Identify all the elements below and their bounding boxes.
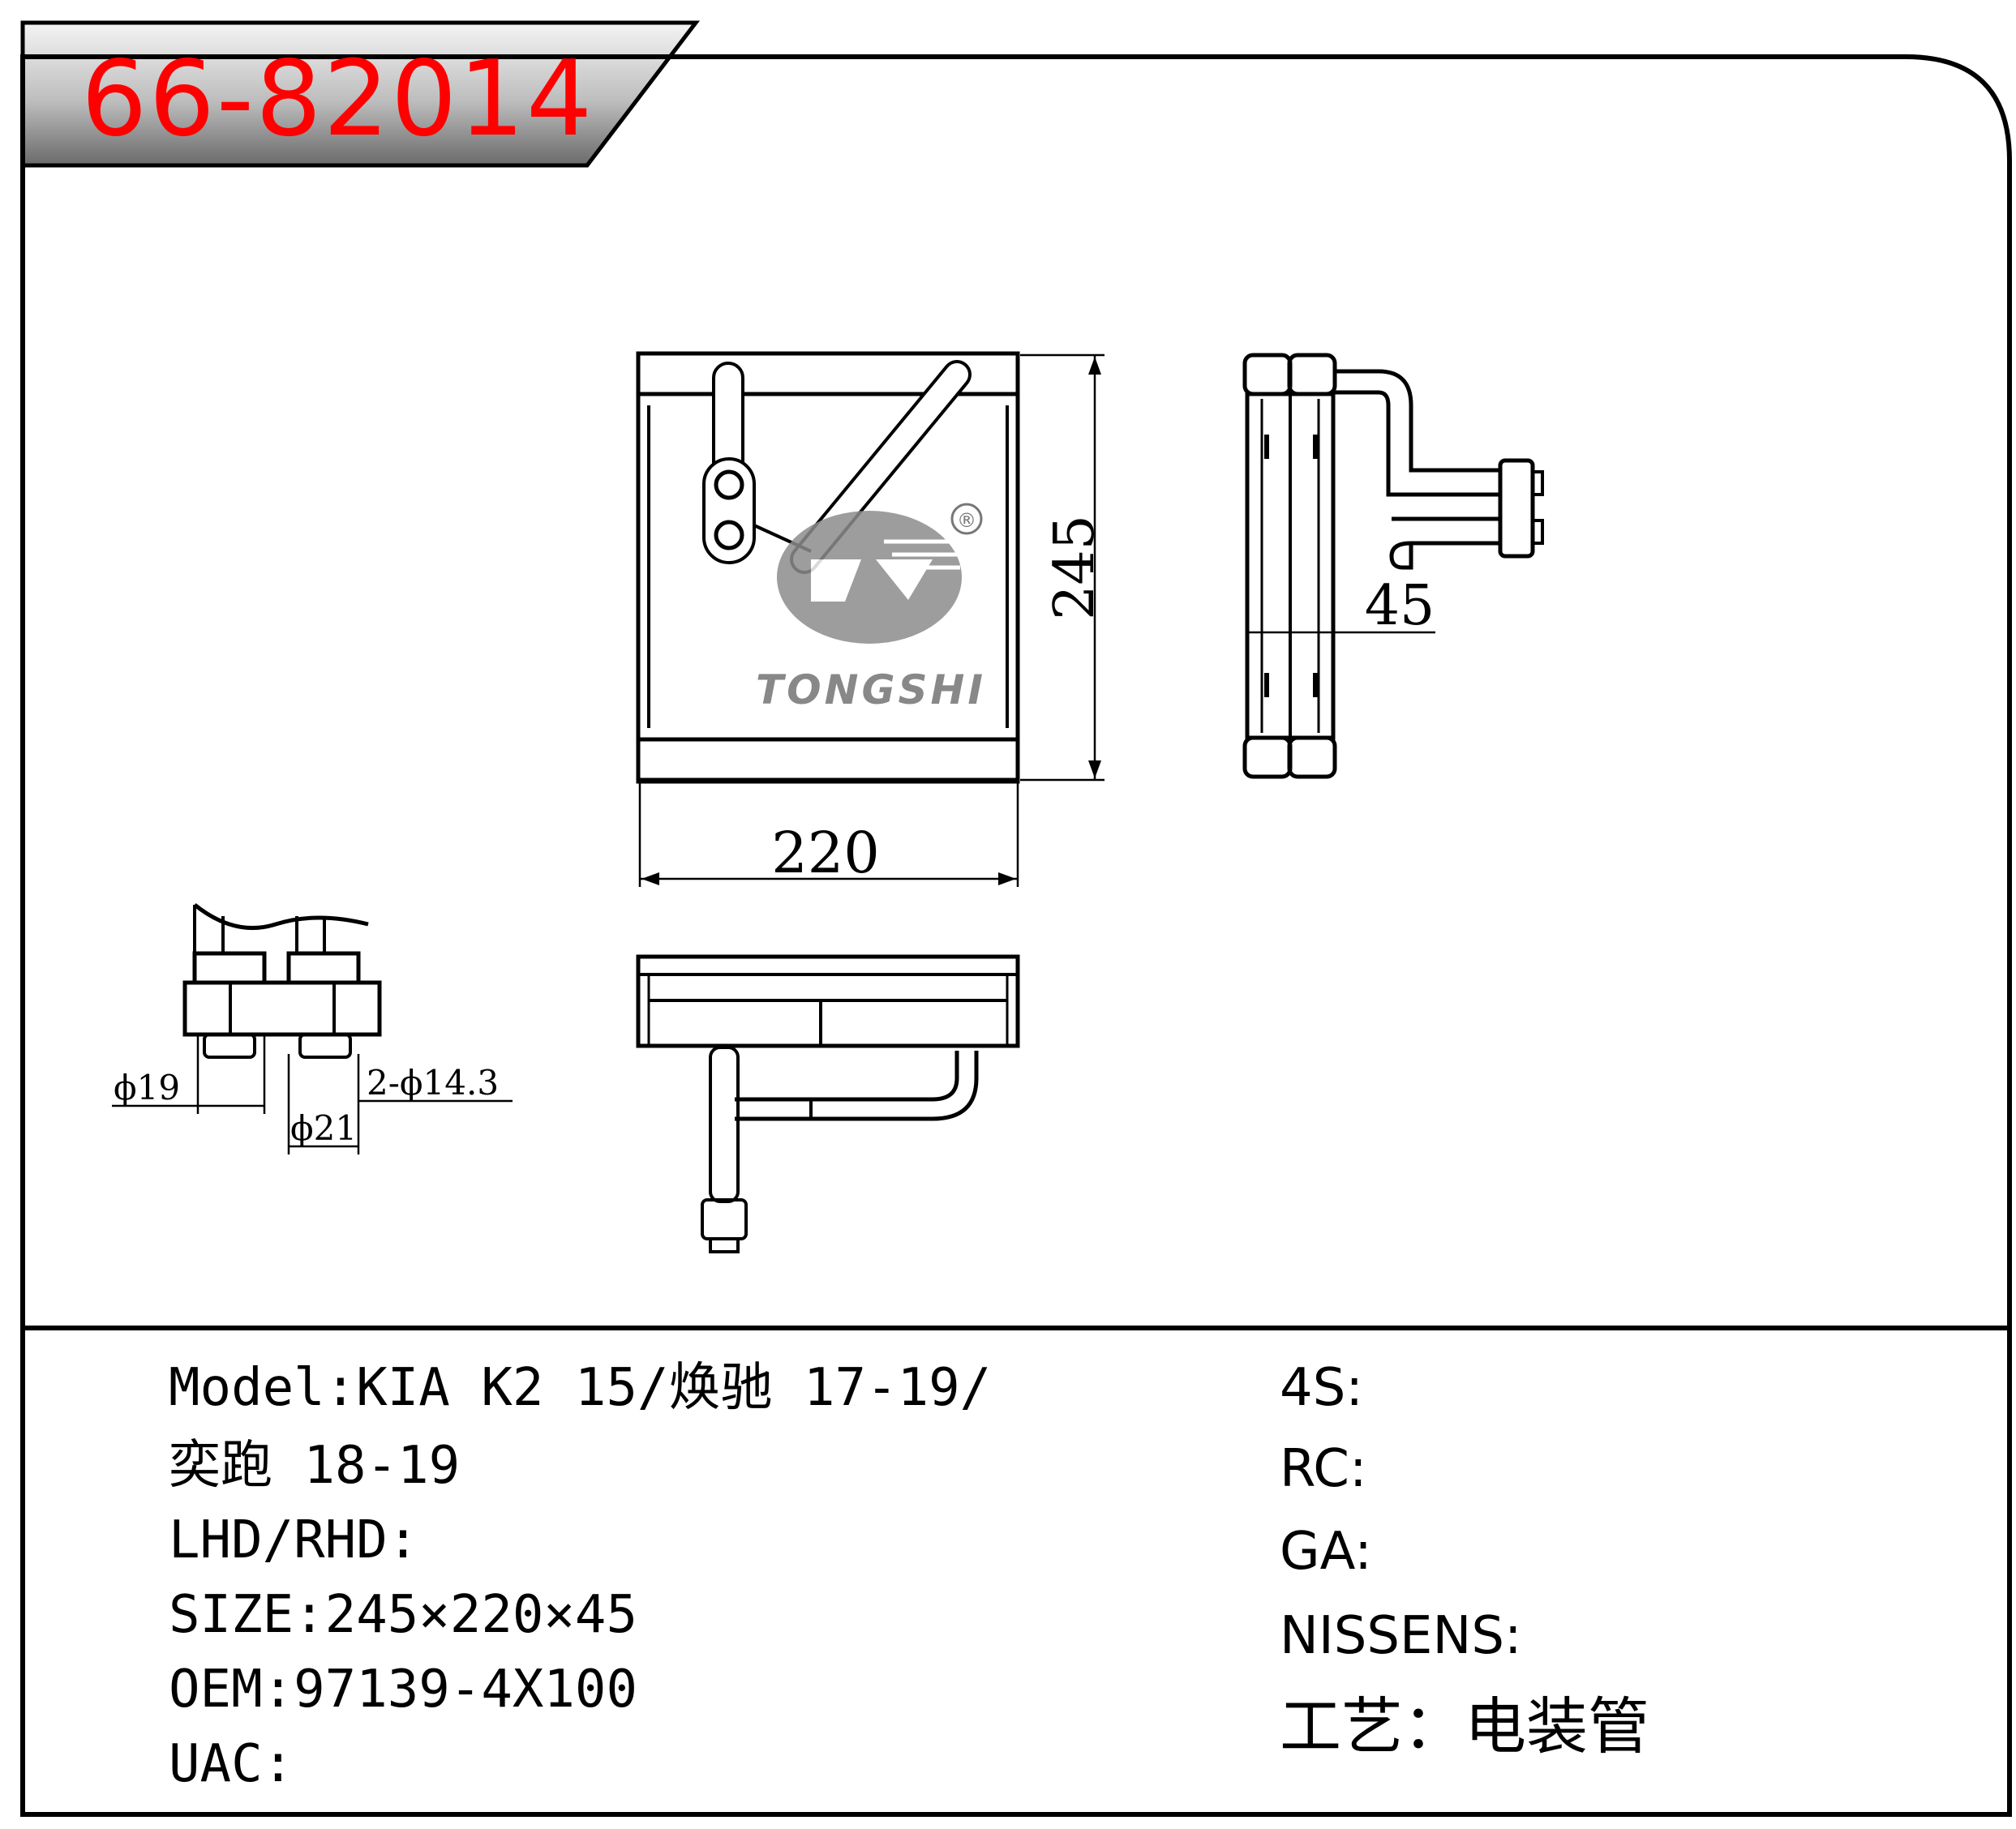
height-dimension-label: 245 (1043, 515, 1107, 620)
4s-line: 4S: (1280, 1358, 1363, 1418)
depth-dimension-label: 45 (1365, 574, 1435, 638)
bolt-diameter-label: 2-ϕ14.3 (367, 1063, 499, 1103)
top-view (636, 954, 1020, 1253)
process-line: 工艺：电装管 (1280, 1690, 1649, 1763)
size-line: SIZE:245×220×45 (169, 1585, 637, 1645)
model-line-1: Model:KIA K2 15/焕驰 17-19/ (169, 1358, 992, 1418)
ga-line: GA: (1280, 1522, 1372, 1582)
rc-line: RC: (1280, 1439, 1367, 1499)
brand-wordmark: TONGSHI (756, 666, 986, 713)
part-number: 66-82014 (81, 39, 594, 160)
nissens-line: NISSENS: (1280, 1606, 1522, 1666)
brand-logo-icon (777, 511, 962, 644)
width-dimension-label: 220 (771, 820, 880, 886)
connector-detail-view (112, 903, 513, 1154)
side-view (1242, 353, 1544, 779)
registered-mark: ® (957, 509, 976, 532)
dimension-arrows (641, 357, 1101, 885)
lhd-rhd-line: LHD/RHD: (169, 1510, 419, 1570)
port-b-diameter-label: ϕ21 (290, 1108, 357, 1148)
model-line-2: 奕跑 18-19 (169, 1436, 461, 1496)
uac-line: UAC: (169, 1734, 294, 1794)
registered-mark-icon (950, 503, 983, 535)
oem-line: OEM:97139-4X100 (169, 1660, 637, 1720)
port-a-diameter-label: ϕ19 (114, 1068, 180, 1107)
outer-border (20, 54, 2012, 1817)
